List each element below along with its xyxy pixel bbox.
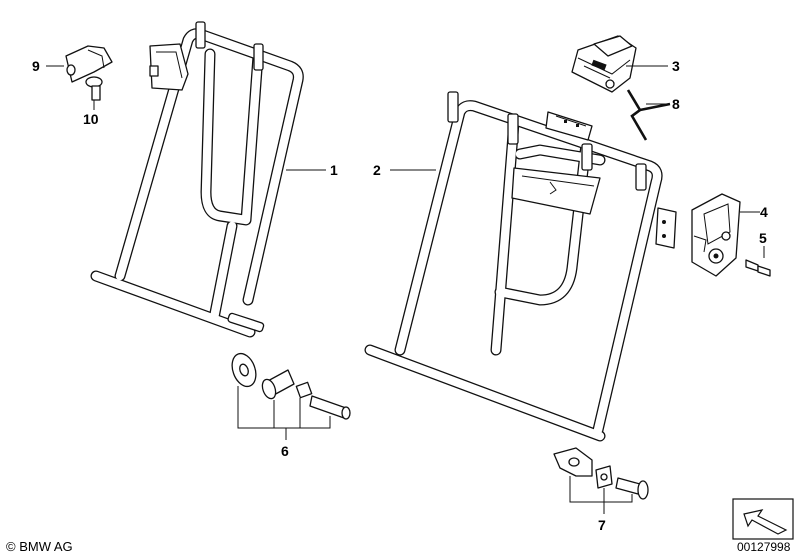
reference-number: 00127998 [737,540,791,554]
callout-5: 5 [759,230,767,246]
screw-10 [85,76,103,101]
arrow-badge-icon [732,498,794,540]
copyright-label: © BMW AG [6,539,73,554]
callout-1: 1 [330,162,338,178]
callout-7: 7 [598,517,606,533]
callout-6: 6 [281,443,289,459]
callout-8: 8 [672,96,680,112]
pivot-kit [231,352,351,420]
latch-housing [571,35,637,93]
leader-lines [46,65,765,514]
lock-mechanism [691,193,741,277]
callout-10: 10 [83,111,99,127]
callout-4: 4 [760,204,768,220]
bent-rod [626,89,671,141]
callout-9: 9 [32,58,40,74]
callout-3: 3 [672,58,680,74]
backrest-frame-left [90,21,304,338]
bracket-kit [553,447,649,500]
callout-2: 2 [373,162,381,178]
callout-numbers: 1 2 3 4 5 6 7 8 9 10 [32,58,768,533]
screw-5 [745,259,771,277]
clip [65,45,113,83]
backrest-frame-right [364,91,677,442]
